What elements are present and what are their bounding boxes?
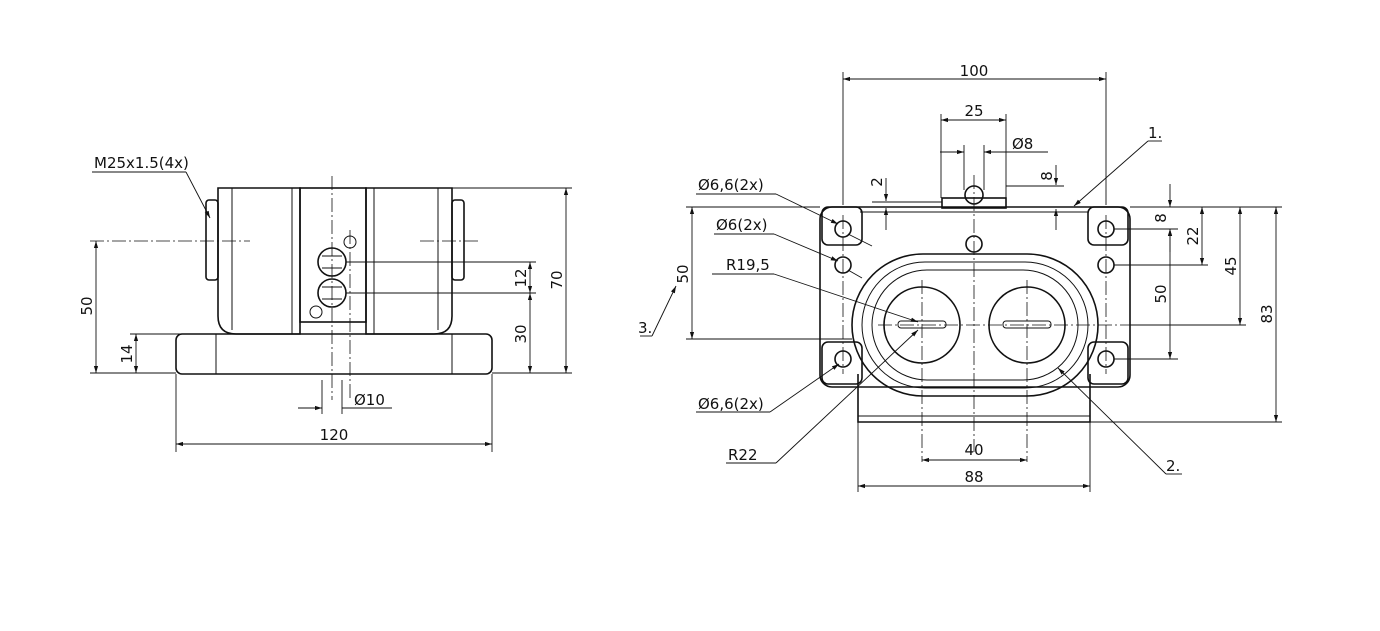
gland-right xyxy=(451,199,465,281)
dim-dia-10: Ø10 xyxy=(354,391,385,409)
thread-callout: M25x1.5(4x) xyxy=(94,154,189,172)
dim-8-right: 8 xyxy=(1152,213,1170,223)
dim-8-top: 8 xyxy=(1038,171,1056,181)
dim-100: 100 xyxy=(960,62,989,80)
center-block xyxy=(299,187,367,323)
ear-top-left xyxy=(821,206,863,246)
dim-12: 12 xyxy=(512,268,530,287)
dim-50-right: 50 xyxy=(1152,284,1170,303)
mounting-plate xyxy=(819,206,1131,388)
dim-14: 14 xyxy=(118,344,136,363)
gland-left xyxy=(205,199,219,281)
dim-50-side: 50 xyxy=(78,296,96,315)
dim-25: 25 xyxy=(964,102,983,120)
pin-hole-lower xyxy=(309,305,323,319)
dim-88: 88 xyxy=(964,468,983,486)
dim-dia-8: Ø8 xyxy=(1012,135,1033,153)
dim-83: 83 xyxy=(1258,304,1276,323)
base-flange xyxy=(175,333,493,375)
callout-r19-5: R19,5 xyxy=(726,256,770,274)
housing-right xyxy=(365,187,453,335)
callout-r22: R22 xyxy=(728,446,758,464)
dim-2: 2 xyxy=(868,177,886,187)
callout-dia-6-6-top: Ø6,6(2x) xyxy=(698,176,764,194)
callout-dia-6-6-bottom: Ø6,6(2x) xyxy=(698,395,764,413)
dim-50-left: 50 xyxy=(674,264,692,283)
dim-70: 70 xyxy=(548,270,566,289)
callout-dia-6: Ø6(2x) xyxy=(716,216,767,234)
item-2-label: 2. xyxy=(1166,457,1180,475)
dim-40: 40 xyxy=(964,441,983,459)
dim-45: 45 xyxy=(1222,256,1240,275)
housing-left xyxy=(217,187,301,335)
front-view: 100 25 Ø8 2 8 8 50 xyxy=(638,62,1282,492)
dim-30: 30 xyxy=(512,324,530,343)
dim-22: 22 xyxy=(1184,226,1202,245)
side-view: 50 14 12 30 70 Ø10 120 M25x1.5(4x) xyxy=(78,154,572,452)
ear-top-right xyxy=(1087,206,1129,246)
item-3-label: 3. xyxy=(638,319,652,337)
item-1-label: 1. xyxy=(1148,124,1162,142)
dim-120: 120 xyxy=(320,426,349,444)
